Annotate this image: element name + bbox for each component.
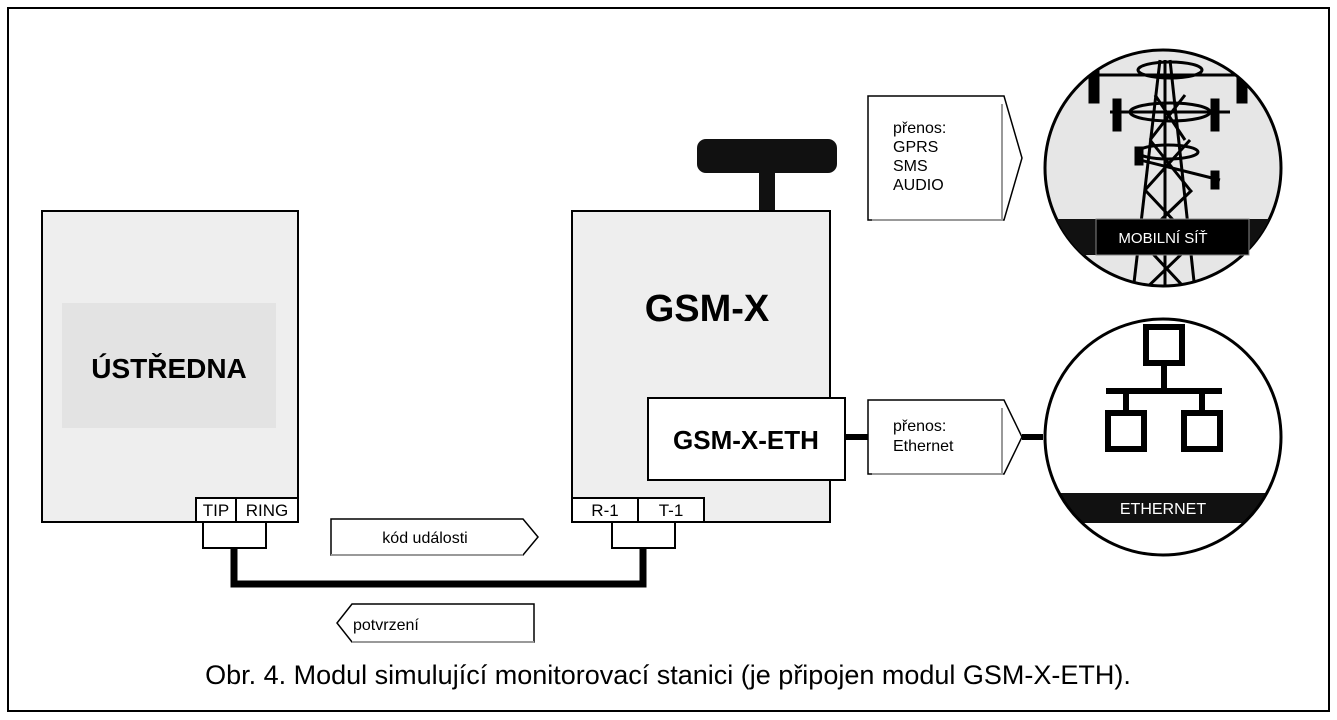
mobile-network-label-box (1095, 218, 1250, 256)
ethernet-transfer-arrow (867, 399, 1023, 475)
mobile-network-border (1043, 48, 1283, 288)
terminal-tip-label: TIP (203, 501, 229, 520)
mobile-transfer-line-1: GPRS (893, 139, 938, 156)
mobile-transfer-shadow (872, 104, 1003, 221)
mobile-transfer-callout: přenos: GPRS SMS AUDIO (867, 95, 1023, 221)
event-code-label: kód události (382, 530, 467, 547)
figure-caption: Obr. 4. Modul simulující monitorovací st… (205, 660, 1131, 690)
ethernet-network-border (1043, 317, 1283, 557)
ethernet-transfer-heading: přenos: (893, 418, 946, 435)
terminal-r1 (571, 497, 639, 523)
mobile-transfer-arrow (867, 95, 1023, 221)
telephone-wiring (202, 522, 676, 588)
control-panel-label-area (62, 303, 276, 428)
terminal-t1-label: T-1 (659, 501, 684, 520)
ethernet-network: ETHERNET (1043, 317, 1283, 557)
terminal-ring-label: RING (246, 501, 289, 520)
terminal-r1-label: R-1 (591, 501, 618, 520)
ethernet-network-label: ETHERNET (1120, 501, 1206, 518)
confirmation-label: potvrzení (353, 617, 419, 634)
terminal-t1 (637, 497, 705, 523)
terminal-tip (195, 497, 237, 523)
antenna-stem (759, 167, 775, 213)
network-topology-icon (1105, 324, 1223, 452)
mobile-transfer-line-2: SMS (893, 158, 928, 175)
gsm-module: GSM-X R-1 T-1 GSM-X-ETH (571, 139, 846, 523)
ethernet-transfer-line: Ethernet (893, 438, 954, 455)
ethernet-transfer-shadow (872, 408, 1003, 475)
eth-module-box (647, 397, 846, 481)
cell-tower-icon (1088, 56, 1248, 286)
control-panel: ÚSTŘEDNA TIP RING (41, 210, 299, 523)
mobile-transfer-heading: přenos: (893, 120, 946, 137)
gsm-module-title: GSM-X (645, 288, 770, 330)
mobile-transfer-line-3: AUDIO (893, 177, 944, 194)
ethernet-network-band (1045, 493, 1281, 523)
mobile-network-label: MOBILNÍ SÍŤ (1118, 230, 1207, 247)
eth-module-title: GSM-X-ETH (673, 425, 819, 455)
ethernet-transfer-callout: přenos: Ethernet (867, 399, 1023, 475)
mobile-network: MOBILNÍ SÍŤ (1043, 48, 1283, 288)
telephone-line (230, 548, 647, 588)
control-panel-title: ÚSTŘEDNA (91, 353, 247, 384)
event-code-arrow (330, 518, 539, 556)
antenna-icon (697, 139, 837, 173)
event-code-message: kód události (330, 518, 539, 556)
confirmation-message: potvrzení (336, 603, 535, 643)
